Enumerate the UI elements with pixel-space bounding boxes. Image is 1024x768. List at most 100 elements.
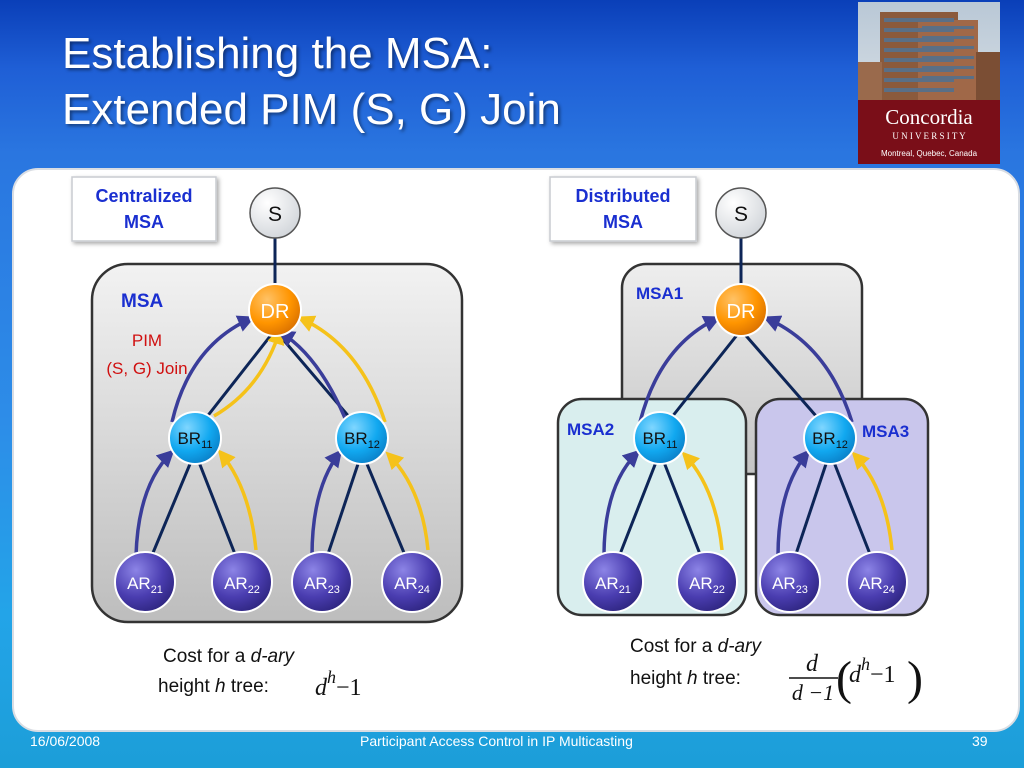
left-br11-node: BR11 — [168, 411, 222, 465]
r-link-br11-ar22 — [658, 451, 709, 573]
right-cost-italic: d-ary — [718, 636, 763, 657]
join-arrow-br11-dr-yellow — [213, 326, 285, 418]
link-br11-ar22 — [193, 451, 244, 573]
left-ar24-label: AR — [394, 574, 418, 593]
msa1-label: MSA1 — [636, 284, 683, 303]
right-ar23-node: AR23 — [759, 551, 821, 613]
right-br11-sub: 11 — [666, 439, 677, 451]
r-join-arrow-ar22-br11 — [681, 451, 724, 551]
logo-university: U N I V E R S I T Y — [892, 131, 966, 141]
left-ar22-label: AR — [224, 574, 248, 593]
left-source-label: S — [268, 203, 282, 226]
r-join-arrow-br11-dr — [638, 315, 722, 423]
svg-text:AR24: AR24 — [859, 574, 895, 596]
join-arrow-ar22-br11 — [217, 449, 258, 551]
svg-text:AR23: AR23 — [772, 574, 808, 596]
right-br12-node: BR12 — [803, 411, 857, 465]
left-cost-height: height — [158, 676, 215, 697]
left-ar22-node: AR22 — [211, 551, 273, 613]
right-ar24-label: AR — [859, 574, 883, 593]
left-br12-sub: 12 — [368, 439, 380, 451]
footer-page-number: 39 — [972, 733, 988, 749]
right-ar23-label: AR — [772, 574, 796, 593]
link-br11-ar21 — [143, 451, 197, 573]
left-cost-prefix: Cost for a — [163, 646, 251, 667]
svg-text:BR11: BR11 — [642, 429, 677, 451]
right-paren-d: d — [849, 662, 862, 688]
svg-text:AR21: AR21 — [595, 574, 631, 596]
r-join-arrow-ar24-br12 — [851, 451, 894, 551]
left-ar23-node: AR23 — [291, 551, 353, 613]
footer-title: Participant Access Control in IP Multica… — [360, 733, 633, 749]
msa2-label: MSA2 — [567, 420, 614, 439]
join-arrow-br12-dr — [277, 330, 347, 419]
svg-text:AR22: AR22 — [224, 574, 260, 596]
r-join-arrow-br12-dr — [762, 315, 854, 423]
right-br12-label: BR — [812, 429, 836, 448]
right-frac-num: d — [806, 651, 819, 677]
join-arrow-br12-dr-yellow — [296, 315, 387, 423]
left-br12-node: BR12 — [335, 411, 389, 465]
svg-text:BR12: BR12 — [812, 429, 848, 451]
centralized-label-line-1: Centralized — [95, 186, 192, 206]
link-dr-br12 — [273, 329, 364, 433]
title-line-2: Extended PIM (S, G) Join — [62, 85, 561, 134]
right-frac-den: d −1 — [792, 680, 834, 705]
r-link-br11-ar21 — [611, 451, 662, 573]
pim-label-line-2: (S, G) Join — [106, 359, 187, 378]
right-br11-node: BR11 — [633, 411, 687, 465]
right-source-label: S — [734, 203, 748, 226]
right-ar21-sub: 21 — [619, 584, 631, 596]
right-cost-height: height — [630, 668, 687, 689]
join-arrow-ar23-br12 — [310, 449, 343, 557]
left-formula-d: d — [315, 675, 328, 701]
right-source-node: S — [715, 187, 767, 239]
right-ar23-sub: 23 — [796, 584, 808, 596]
left-br11-sub: 11 — [201, 439, 212, 451]
link-br12-ar24 — [360, 451, 414, 573]
footer-date: 16/06/2008 — [30, 733, 101, 749]
concordia-logo: Concordia U N I V E R S I T Y Montreal, … — [858, 2, 1000, 164]
left-cost-line-1: Cost for a d-ary — [163, 646, 295, 667]
svg-text:AR24: AR24 — [394, 574, 430, 596]
svg-text:AR23: AR23 — [304, 574, 340, 596]
msa-region-box — [90, 262, 464, 624]
right-cost-formula: d d −1 ( dh−1 ) — [789, 651, 923, 705]
left-ar24-node: AR24 — [381, 551, 443, 613]
right-ar24-node: AR24 — [846, 551, 908, 613]
svg-text:BR12: BR12 — [344, 429, 380, 451]
right-ar22-sub: 22 — [713, 584, 725, 596]
left-ar23-sub: 23 — [328, 584, 340, 596]
msa3-label: MSA3 — [862, 422, 909, 441]
left-cost-formula: dh−1 — [315, 667, 362, 701]
right-paren-h: h — [861, 654, 870, 674]
pim-label-line-1: PIM — [132, 331, 162, 350]
logo-name: Concordia — [885, 105, 973, 129]
left-dr-label: DR — [261, 301, 290, 323]
distributed-msa-label-box — [549, 176, 697, 242]
left-br12-label: BR — [344, 429, 368, 448]
msa-region-label: MSA — [121, 291, 164, 312]
title-line-1: Establishing the MSA: — [62, 29, 493, 78]
distributed-label-line-1: Distributed — [575, 186, 670, 206]
join-arrow-ar24-br12 — [385, 451, 430, 551]
right-cost-prefix: Cost for a — [630, 636, 718, 657]
join-arrow-br11-dr — [170, 315, 256, 423]
right-paren-expr: dh−1 — [849, 654, 896, 688]
left-source-node: S — [249, 187, 301, 239]
left-cost-tree: tree: — [226, 676, 269, 697]
svg-text:AR21: AR21 — [127, 574, 163, 596]
r-link-dr-br12 — [739, 329, 832, 433]
centralized-msa-label-box — [71, 176, 217, 242]
slide-title: Establishing the MSA: Extended PIM (S, G… — [62, 26, 862, 138]
right-ar24-sub: 24 — [883, 584, 895, 596]
right-paren-close: ) — [907, 652, 923, 705]
right-cost-tree: tree: — [698, 668, 741, 689]
left-ar22-sub: 22 — [248, 584, 260, 596]
right-ar21-label: AR — [595, 574, 619, 593]
left-join-arrows — [134, 315, 430, 557]
left-ar21-sub: 21 — [151, 584, 163, 596]
r-link-br12-ar24 — [828, 451, 879, 573]
right-paren-open: ( — [836, 652, 852, 705]
